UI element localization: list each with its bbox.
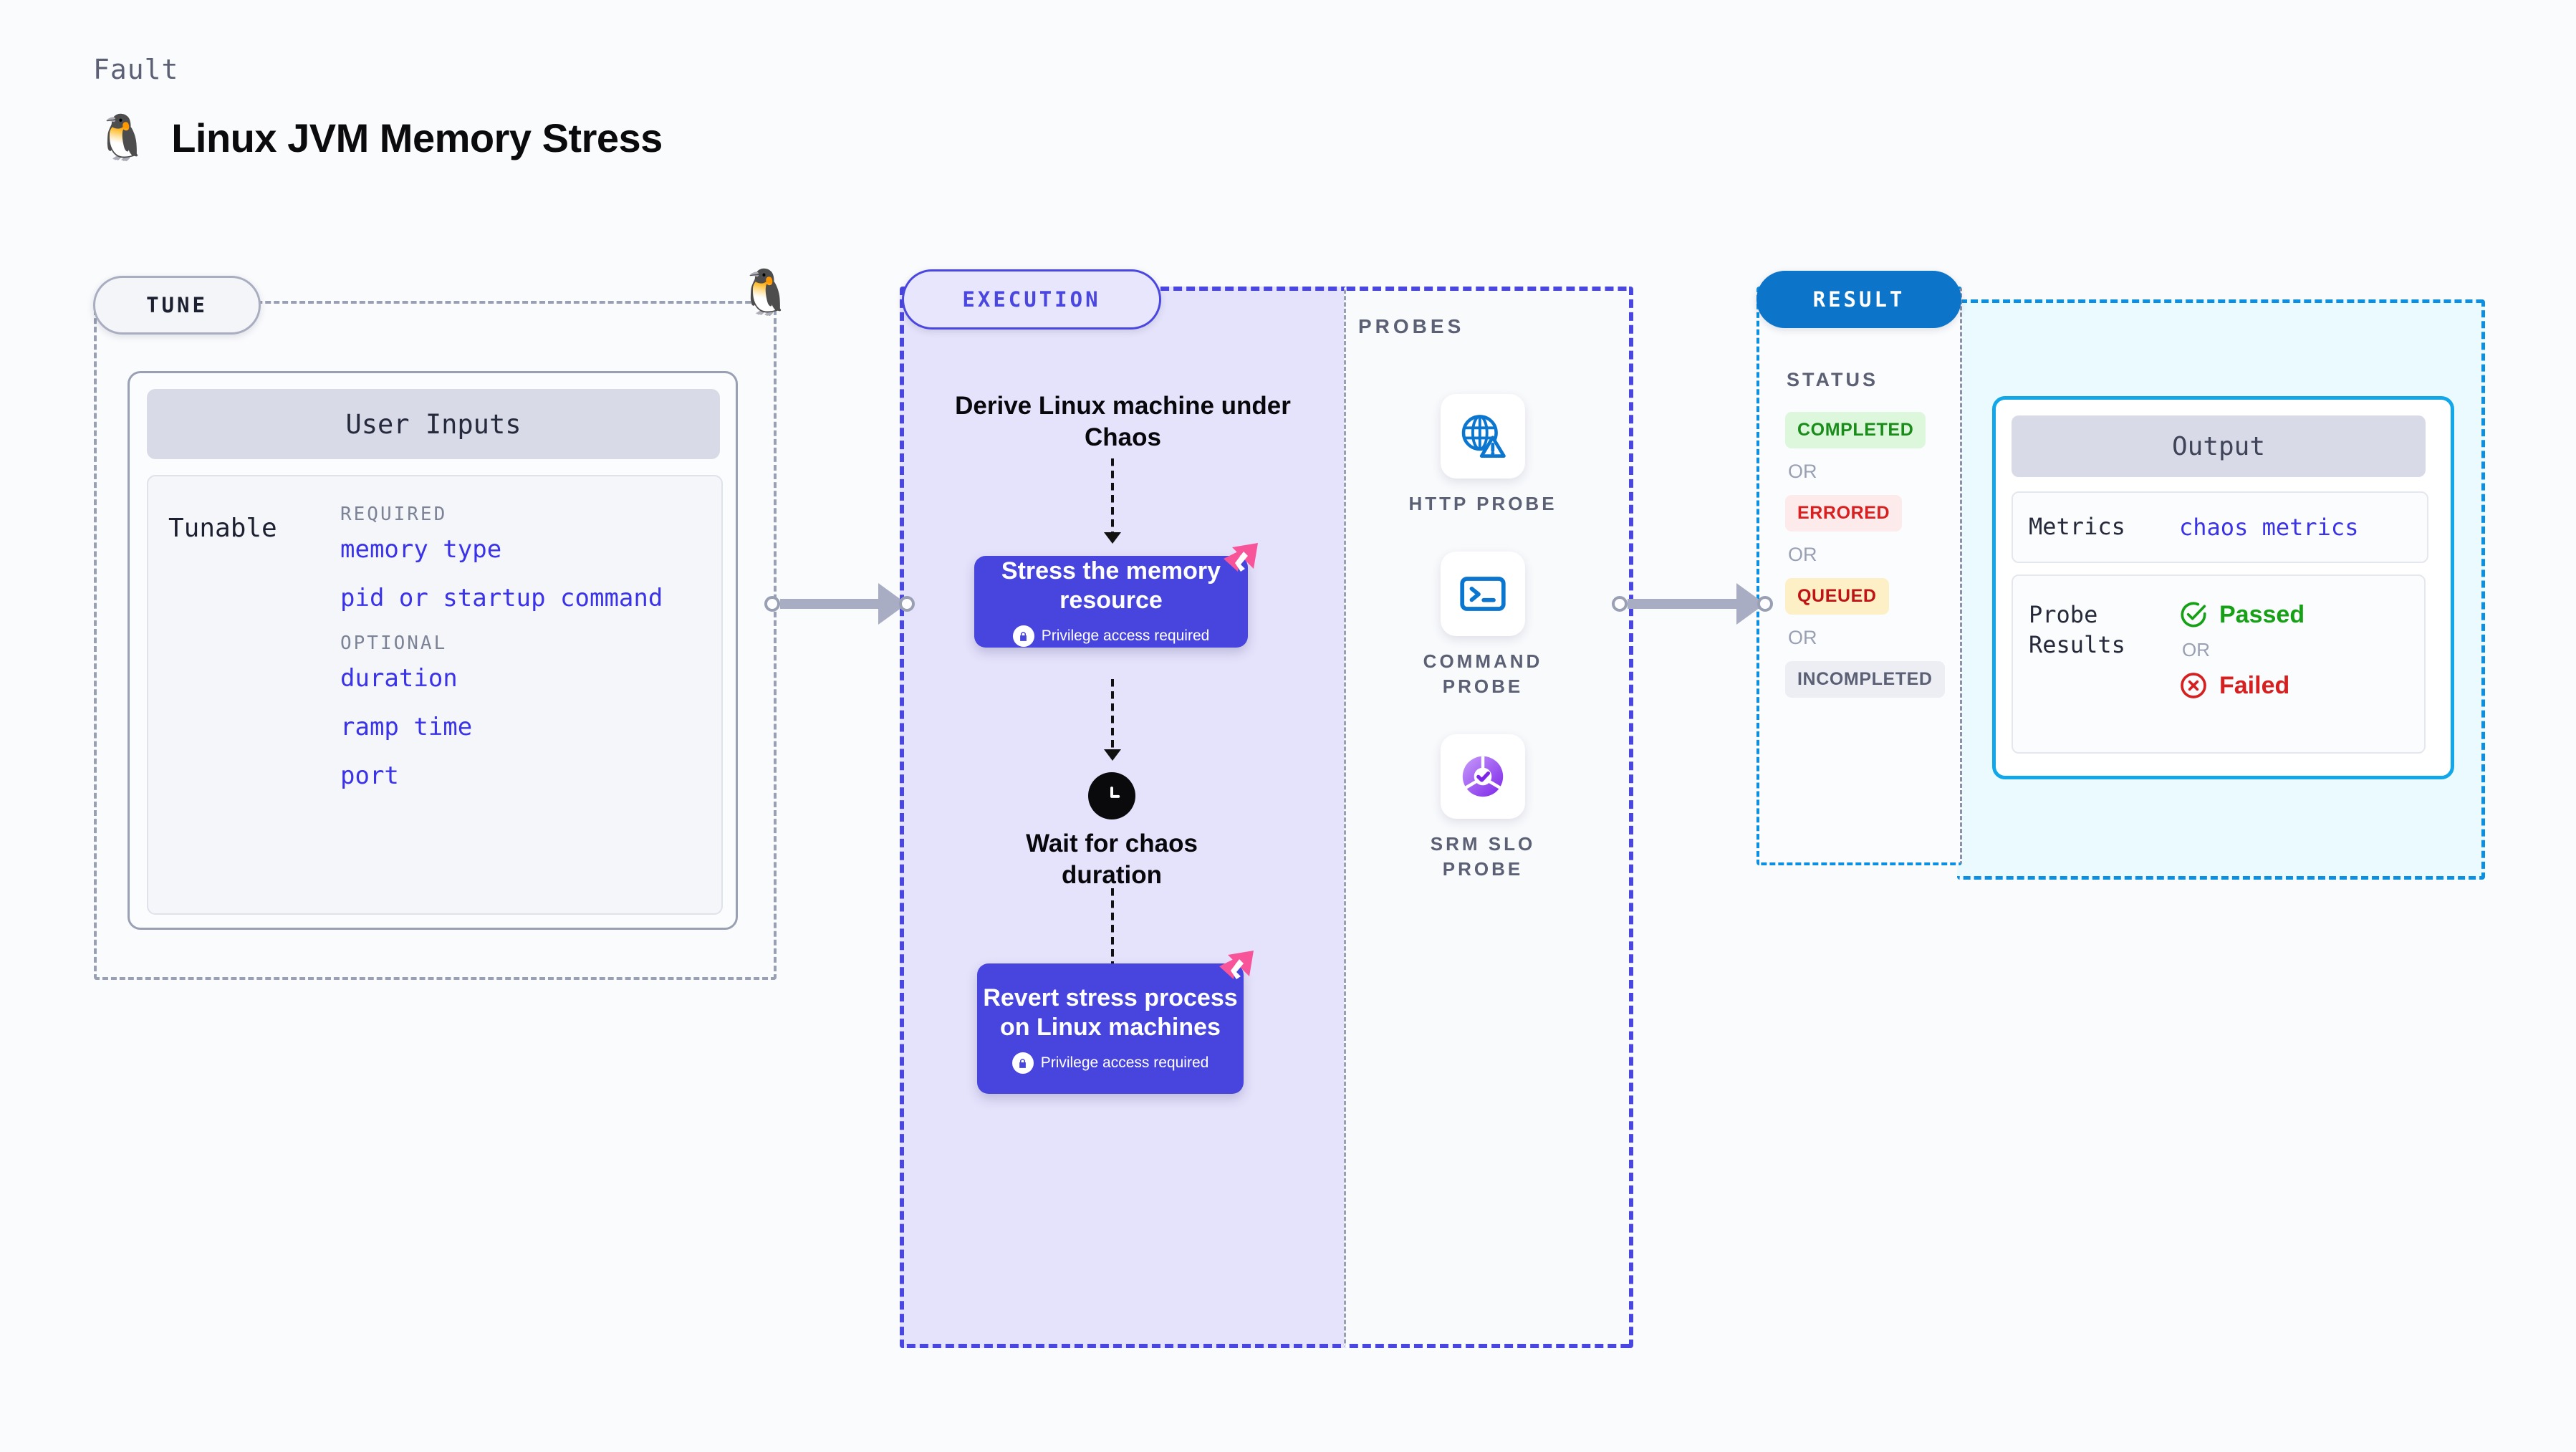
status-badge-queued: QUEUED xyxy=(1785,578,1889,615)
stage-pill-tune[interactable]: TUNE xyxy=(93,276,261,335)
passed-label: Passed xyxy=(2219,600,2305,628)
globe-warning-icon xyxy=(1441,394,1525,479)
terminal-icon xyxy=(1441,552,1525,636)
or-separator: OR xyxy=(2182,639,2210,660)
tunable-item[interactable]: ramp time xyxy=(340,713,473,741)
wait-step-label: Wait for chaos duration xyxy=(1026,830,1198,889)
status-badge-incompleted: INCOMPLETED xyxy=(1785,661,1945,698)
litmus-logo-icon xyxy=(1215,948,1259,992)
status-title: STATUS xyxy=(1787,369,1878,390)
probe-label: HTTP PROBE xyxy=(1408,493,1557,514)
execution-step-stress-card[interactable]: Stress the memory resource Privilege acc… xyxy=(974,543,1258,648)
check-circle-icon xyxy=(2181,602,2206,628)
execution-panel xyxy=(900,287,1348,1348)
page-title-row: 🐧 Linux JVM Memory Stress xyxy=(95,115,663,161)
flow-arrow-down xyxy=(1104,888,1121,977)
output-probe-results-row: Probe Results Passed OR Failed xyxy=(2012,574,2426,754)
metrics-key: Metrics xyxy=(2029,513,2125,541)
page-title: Linux JVM Memory Stress xyxy=(171,115,663,160)
status-list: COMPLETED OR ERRORED OR QUEUED OR INCOMP… xyxy=(1785,412,1950,698)
probe-result-passed: Passed xyxy=(2179,600,2305,629)
probe-results-key: Probe Results xyxy=(2029,601,2125,658)
probe-label: COMMAND PROBE xyxy=(1423,650,1543,698)
tunable-group-optional: OPTIONAL duration ramp time port xyxy=(340,633,713,790)
lock-icon xyxy=(1012,625,1034,648)
privilege-note: Privilege access required xyxy=(1012,625,1210,648)
connector-end-dot xyxy=(899,596,915,612)
slo-donut-check-icon xyxy=(1441,734,1525,819)
x-circle-icon xyxy=(2181,673,2206,698)
connector-start-dot xyxy=(764,596,780,612)
probe-item-command[interactable]: COMMAND PROBE xyxy=(1400,552,1565,699)
tunable-box: Tunable REQUIRED memory type pid or star… xyxy=(147,475,723,915)
status-badge-completed: COMPLETED xyxy=(1785,412,1926,448)
execution-step-revert-card[interactable]: Revert stress process on Linux machines … xyxy=(977,951,1254,1094)
failed-label: Failed xyxy=(2219,671,2290,699)
tunable-group-required: REQUIRED memory type pid or startup comm… xyxy=(340,504,713,612)
connector-shaft xyxy=(1628,599,1736,609)
metrics-value[interactable]: chaos metrics xyxy=(2179,514,2359,541)
stage-pill-result[interactable]: RESULT xyxy=(1756,271,1961,328)
or-separator: OR xyxy=(1788,627,1817,648)
stage-pill-execution[interactable]: EXECUTION xyxy=(902,269,1161,330)
status-badge-errored: ERRORED xyxy=(1785,495,1903,532)
connector-start-dot xyxy=(1612,596,1628,612)
probes-title: PROBES xyxy=(1358,315,1465,337)
tunable-item[interactable]: pid or startup command xyxy=(340,584,663,612)
privilege-note-text: Privilege access required xyxy=(1040,1054,1209,1072)
linux-penguin-marker-icon: 🐧 xyxy=(738,268,794,317)
fault-eyebrow-label: Fault xyxy=(93,54,179,85)
step-title: Stress the memory resource xyxy=(1001,557,1221,614)
probe-item-srm-slo[interactable]: SRM SLO PROBE xyxy=(1400,734,1565,882)
flow-arrow-down xyxy=(1104,679,1121,761)
tunable-list: REQUIRED memory type pid or startup comm… xyxy=(340,504,713,810)
probe-label: SRM SLO PROBE xyxy=(1430,833,1536,880)
privilege-note: Privilege access required xyxy=(1011,1052,1209,1074)
tunable-item[interactable]: duration xyxy=(340,664,458,693)
tunable-group-label: OPTIONAL xyxy=(340,633,448,654)
or-separator: OR xyxy=(1788,544,1817,565)
tunable-item[interactable]: memory type xyxy=(340,535,502,564)
probe-item-http[interactable]: HTTP PROBE xyxy=(1400,394,1565,516)
probe-result-failed: Failed xyxy=(2179,671,2305,700)
connector-tune-to-execution xyxy=(764,583,915,625)
connector-end-dot xyxy=(1757,596,1773,612)
step-title: Revert stress process on Linux machines xyxy=(983,984,1238,1041)
output-metrics-row: Metrics chaos metrics xyxy=(2012,491,2428,563)
litmus-logo-icon xyxy=(1219,540,1264,585)
output-card: Output Metrics chaos metrics Probe Resul… xyxy=(1992,396,2454,779)
tunable-item[interactable]: port xyxy=(340,761,399,790)
tunable-group-label: REQUIRED xyxy=(340,504,448,525)
tune-panel xyxy=(94,301,777,980)
output-card-title: Output xyxy=(2012,415,2426,477)
user-inputs-card: User Inputs Tunable REQUIRED memory type… xyxy=(128,371,738,930)
execution-step-derive: Derive Linux machine under Chaos xyxy=(955,392,1291,451)
flow-arrow-down xyxy=(1104,458,1121,544)
clock-icon xyxy=(1088,772,1135,819)
lock-icon xyxy=(1011,1052,1034,1074)
execution-step-wait: Wait for chaos duration xyxy=(994,772,1229,891)
user-inputs-card-title: User Inputs xyxy=(147,389,720,459)
connector-shaft xyxy=(780,599,878,609)
connector-execution-to-result xyxy=(1612,583,1773,625)
linux-penguin-icon: 🐧 xyxy=(95,112,150,163)
probe-results-values: Passed OR Failed xyxy=(2179,600,2305,700)
or-separator: OR xyxy=(1788,461,1817,482)
tunable-label: Tunable xyxy=(168,514,277,543)
privilege-note-text: Privilege access required xyxy=(1041,628,1210,645)
